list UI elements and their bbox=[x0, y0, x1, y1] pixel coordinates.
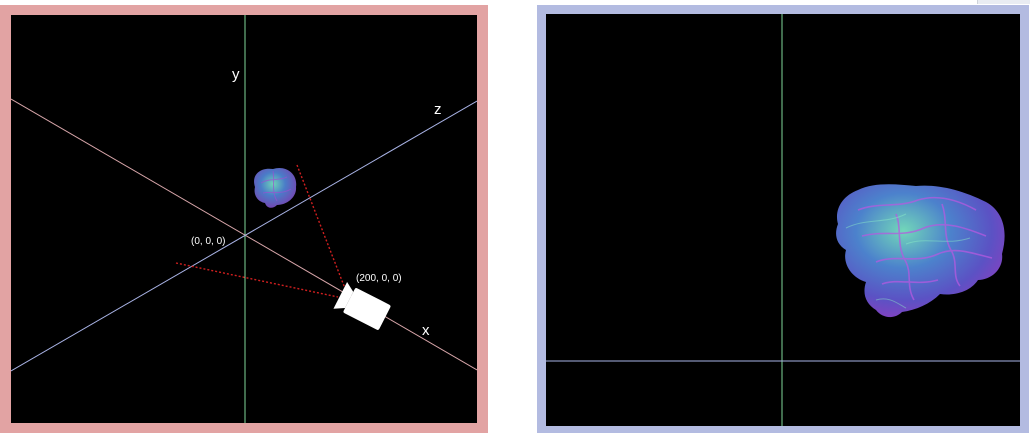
left-3d-scene-panel: y z x (0, 0, 0) (200, 0, 0) bbox=[0, 5, 488, 433]
camera-position-label: (200, 0, 0) bbox=[356, 273, 402, 284]
scene-viewport[interactable]: y z x (0, 0, 0) (200, 0, 0) bbox=[11, 15, 477, 423]
z-axis-line bbox=[11, 100, 477, 372]
x-axis-label: x bbox=[422, 322, 430, 339]
frustum-line-upper bbox=[296, 164, 347, 292]
camera-viewport[interactable] bbox=[546, 14, 1020, 426]
camera-canvas bbox=[546, 14, 1020, 426]
frustum-line-lower bbox=[175, 262, 339, 298]
right-camera-view-panel bbox=[537, 5, 1029, 433]
camera-icon bbox=[333, 282, 391, 330]
scene-canvas: y z x (0, 0, 0) (200, 0, 0) bbox=[11, 15, 477, 423]
z-axis-label: z bbox=[434, 101, 442, 118]
y-axis-label: y bbox=[232, 66, 240, 83]
tab-stub bbox=[977, 0, 1030, 4]
brain-model-large bbox=[836, 184, 1005, 318]
x-axis-line bbox=[11, 98, 477, 371]
origin-label: (0, 0, 0) bbox=[191, 236, 225, 247]
brain-model-small bbox=[254, 167, 297, 208]
